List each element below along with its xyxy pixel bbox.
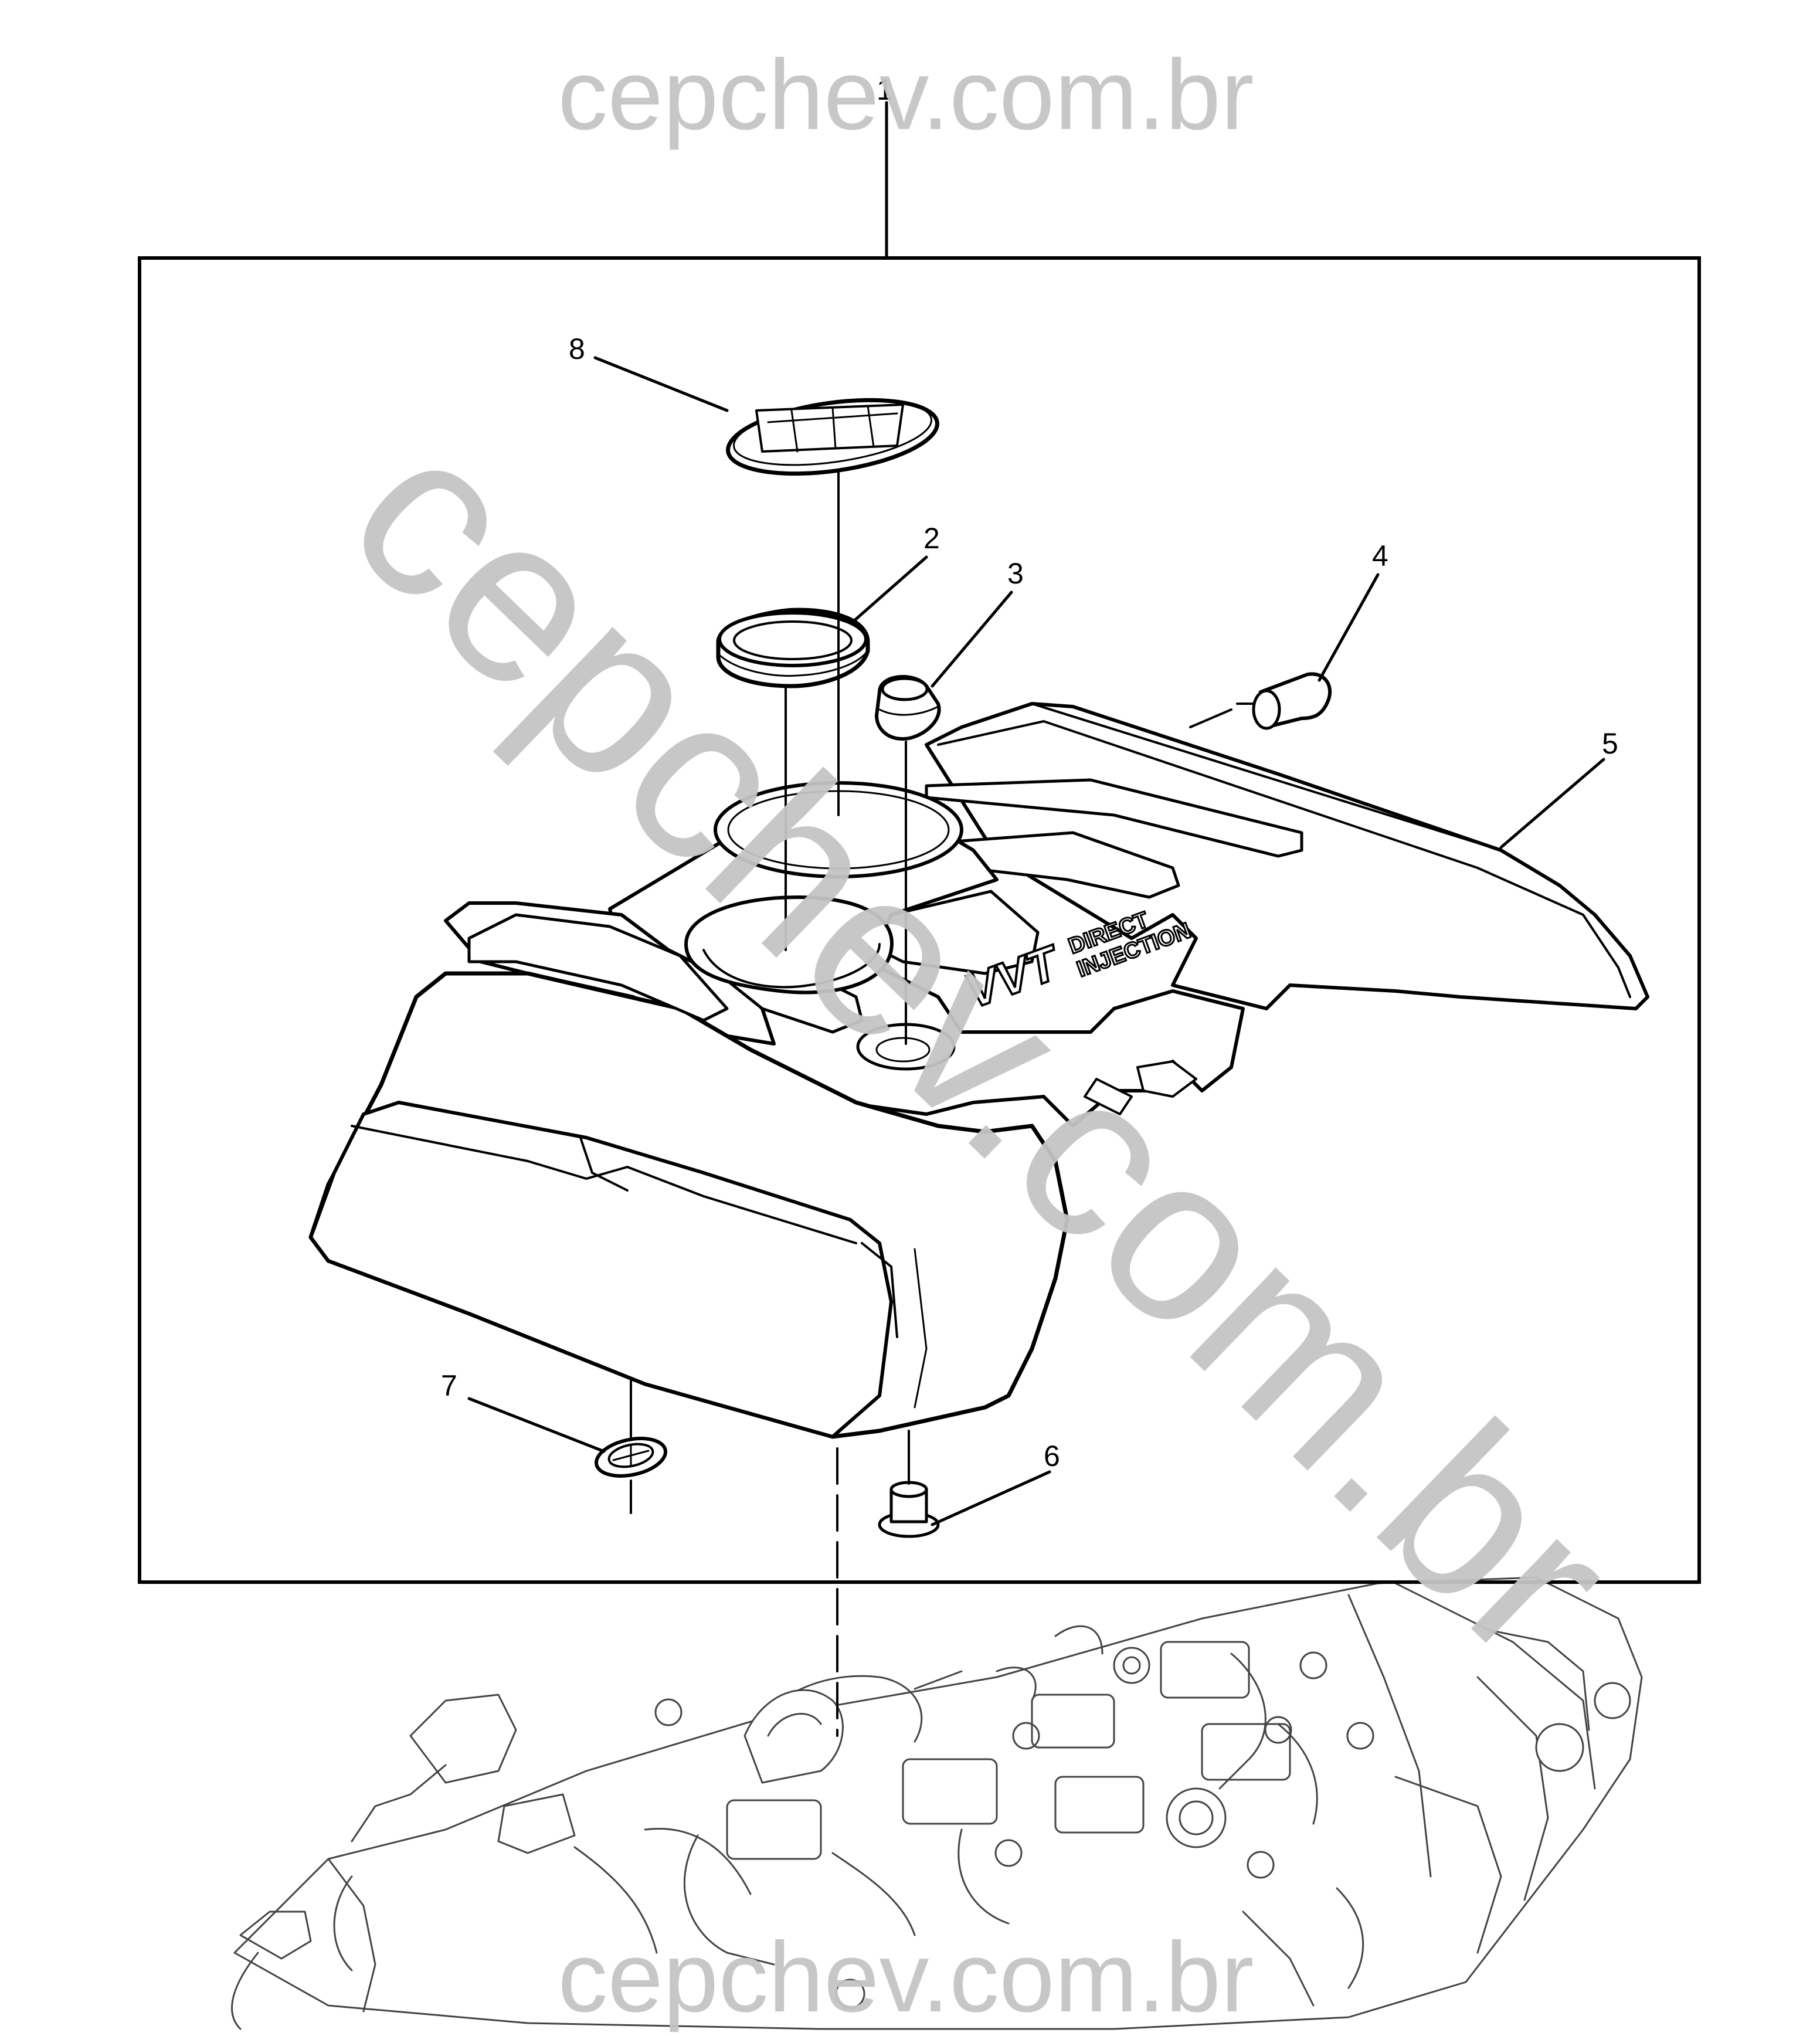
callout-leaders: [467, 356, 1605, 1526]
isolator-part-4: [1236, 672, 1332, 730]
callout-4: 4: [1372, 539, 1388, 572]
watermark-bottom: cepchev.com.br: [558, 1922, 1254, 2033]
clip-part-7: [594, 1437, 668, 1478]
callout-labels: 1 2 3 4 5 6 7 8: [441, 73, 1618, 1472]
assembly-frame: [138, 101, 1701, 1737]
grommet-part-3: [875, 675, 941, 741]
engine-assembly-illustration: [231, 1576, 1643, 2030]
emblem-cap-part-8: [726, 398, 939, 476]
watermark-top: cepchev.com.br: [558, 39, 1254, 151]
cover-openings: [684, 781, 963, 1071]
seal-ring-part-2: [716, 608, 870, 688]
callout-6: 6: [1044, 1440, 1060, 1472]
assembly-centerlines: [630, 471, 1232, 1514]
callout-1: 1: [877, 73, 893, 106]
bushing-part-6: [878, 1481, 940, 1538]
callout-7: 7: [441, 1369, 457, 1402]
callout-8: 8: [569, 332, 585, 365]
callout-2: 2: [923, 522, 940, 555]
engine-cover: [308, 702, 1649, 1439]
callout-5: 5: [1602, 727, 1618, 760]
callout-3: 3: [1007, 557, 1024, 590]
